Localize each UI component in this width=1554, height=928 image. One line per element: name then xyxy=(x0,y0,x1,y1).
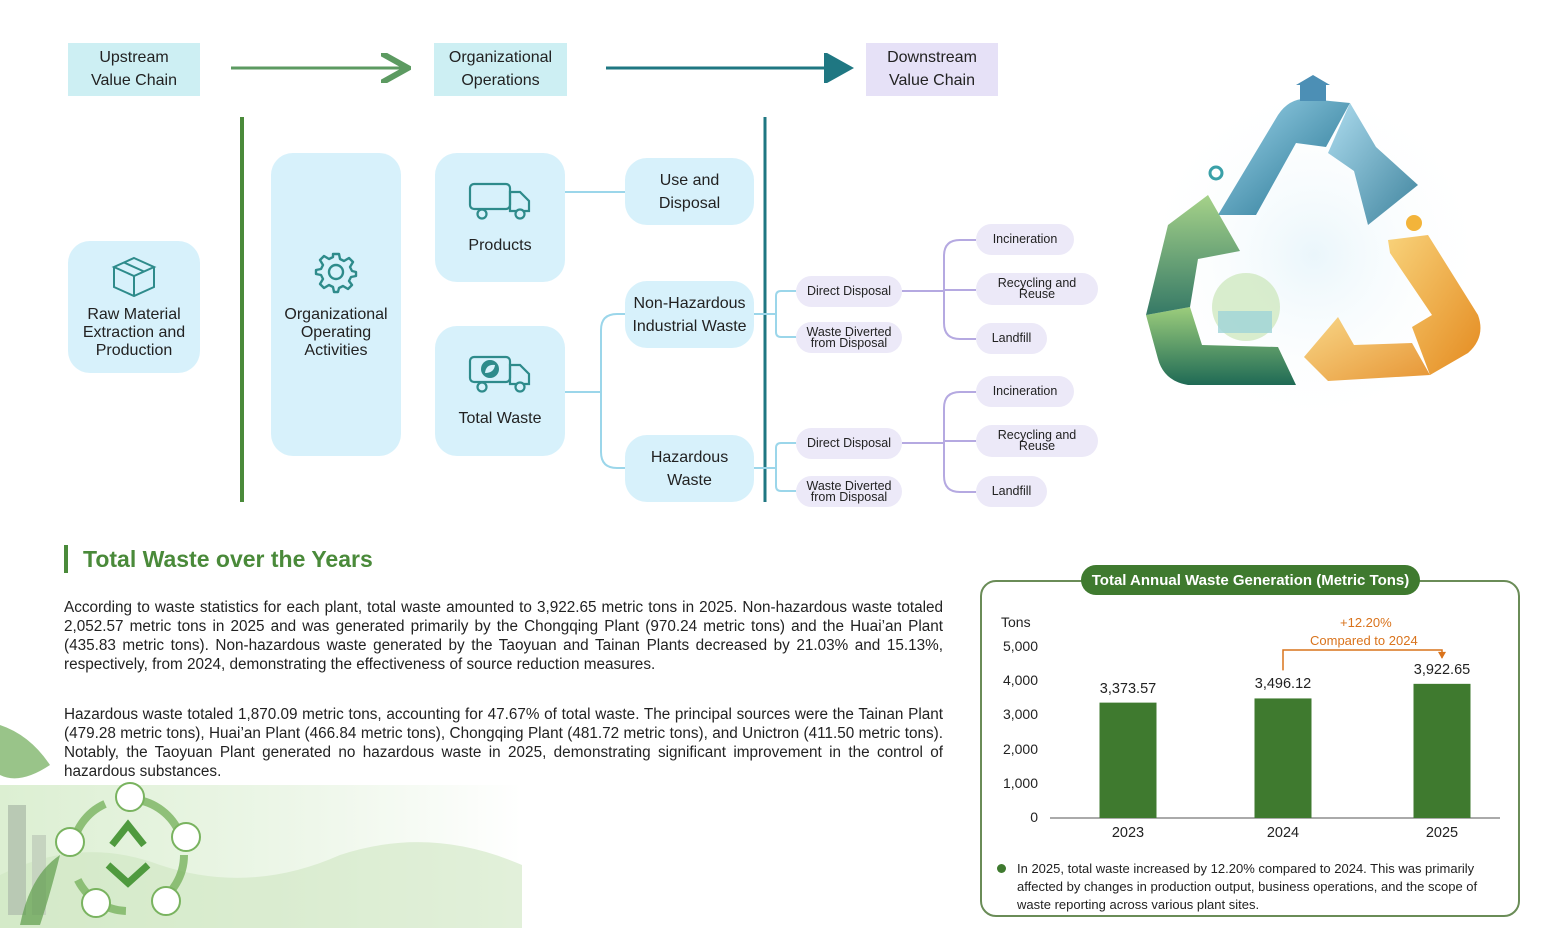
section-title: Total Waste over the Years xyxy=(83,546,373,572)
x-tick-label: 2025 xyxy=(1425,825,1459,841)
recycle-illustration xyxy=(1139,75,1489,425)
building-icon xyxy=(1300,83,1326,101)
pill-landfill-2: Landfill xyxy=(976,476,1047,507)
eco-illustration xyxy=(0,725,522,928)
pill-waste-diverted-2: Waste Diverted from Disposal xyxy=(796,476,902,507)
truck-icon xyxy=(468,182,531,220)
section-title-bar xyxy=(64,545,68,573)
paragraph-2: Hazardous waste totaled 1,870.09 metric … xyxy=(64,706,943,780)
header-upstream: Upstream Value Chain xyxy=(68,43,200,96)
bar-2024 xyxy=(1254,698,1312,818)
raw-material-label: Raw Material Extraction and Production xyxy=(82,306,186,359)
total-waste-label: Total Waste xyxy=(458,410,542,427)
x-tick-label: 2023 xyxy=(1111,825,1145,841)
recycle-arrow-green xyxy=(1146,307,1296,385)
eco-truck-icon xyxy=(468,355,531,393)
total-waste-box: Total Waste xyxy=(435,326,565,456)
x-tick-label: 2024 xyxy=(1266,825,1300,841)
chart-title: Total Annual Waste Generation (Metric To… xyxy=(1081,565,1420,595)
flow-connectors xyxy=(231,0,976,502)
bar-value-label: 3,496.12 xyxy=(1254,676,1312,693)
pill-direct-disposal-2: Direct Disposal xyxy=(796,428,902,459)
shield-icon xyxy=(1406,215,1422,231)
header-organizational: Organizational Operations xyxy=(434,43,567,96)
pill-direct-disposal-1: Direct Disposal xyxy=(796,276,902,307)
gear-icon xyxy=(314,252,358,293)
hazardous-box: Hazardous Waste xyxy=(625,435,754,502)
y-tick-label: 0 xyxy=(1030,809,1038,825)
pill-waste-diverted-1: Waste Diverted from Disposal xyxy=(796,322,902,353)
header-downstream: Downstream Value Chain xyxy=(866,43,998,96)
recycle-arrow-orange xyxy=(1388,235,1481,375)
org-activities-label: Organizational Operating Activities xyxy=(284,305,388,359)
y-tick-label: 5,000 xyxy=(1002,638,1038,654)
annotation-text: Compared to 2024 xyxy=(1310,633,1418,648)
bar-2023 xyxy=(1099,702,1157,818)
note-bullet xyxy=(997,864,1006,873)
y-tick-label: 3,000 xyxy=(1002,706,1038,723)
annotation-arrowhead xyxy=(1438,651,1446,659)
products-box: Products xyxy=(435,153,565,282)
annotation-value: +12.20% xyxy=(1340,615,1392,630)
non-hazardous-box: Non-Hazardous Industrial Waste xyxy=(625,281,754,348)
pill-incineration-2: Incineration xyxy=(976,376,1074,407)
y-tick-label: 4,000 xyxy=(1002,672,1038,689)
pill-landfill-1: Landfill xyxy=(976,323,1047,354)
bar-2025 xyxy=(1413,683,1471,818)
pill-recycling-2: Recycling and Reuse xyxy=(976,425,1098,457)
bar-value-label: 3,373.57 xyxy=(1099,680,1157,697)
recycle-icon xyxy=(105,819,151,888)
bar-value-label: 3,922.65 xyxy=(1413,661,1471,678)
paragraph-1: According to waste statistics for each p… xyxy=(64,599,943,673)
chart-ylabel: Tons xyxy=(1001,614,1031,630)
box-icon xyxy=(111,256,157,298)
recycle-arrow-blue xyxy=(1218,98,1350,215)
pill-recycling-1: Recycling and Reuse xyxy=(976,273,1098,305)
use-disposal-box: Use and Disposal xyxy=(625,158,754,225)
y-tick-label: 1,000 xyxy=(1002,774,1038,791)
chart-note: In 2025, total waste increased by 12.20%… xyxy=(1017,861,1478,912)
products-label: Products xyxy=(468,236,532,254)
raw-material-box: Raw Material Extraction and Production xyxy=(68,241,200,373)
gear-small-icon xyxy=(1208,165,1224,181)
org-activities-box: Organizational Operating Activities xyxy=(271,153,401,456)
pill-incineration-1: Incineration xyxy=(976,224,1074,255)
y-tick-label: 2,000 xyxy=(1002,740,1038,757)
